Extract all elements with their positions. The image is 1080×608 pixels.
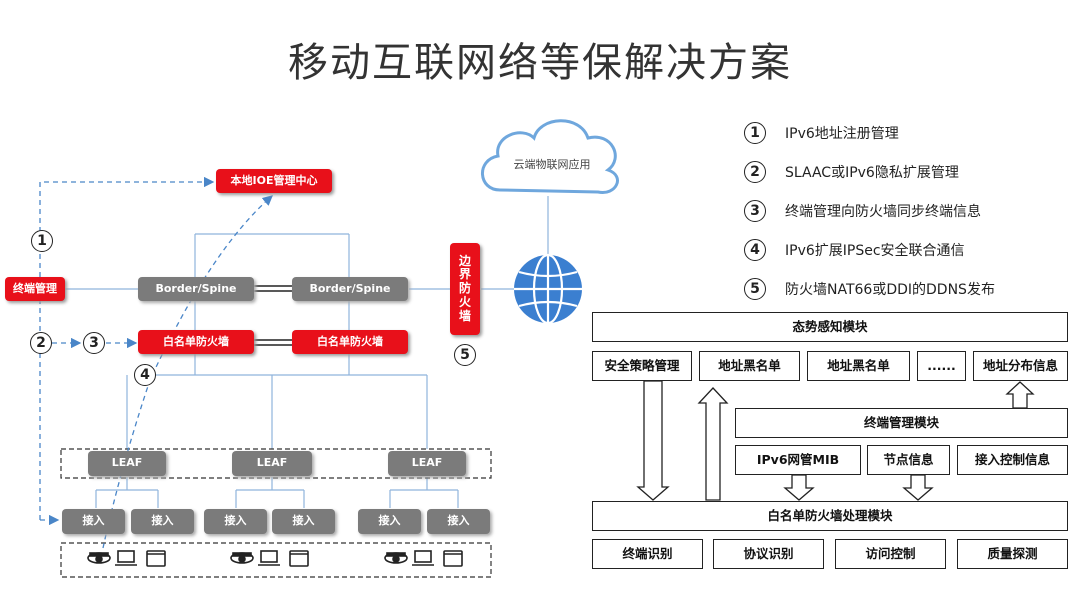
terminal-management-module: 终端管理模块 [735,408,1068,438]
legend-marker-4: 4 [744,239,766,261]
access-switch: 接入 [427,509,490,534]
security-policy-box: 安全策略管理 [592,351,692,381]
legend-marker-2: 2 [744,161,766,183]
edge-firewall: 边界防火墙 [450,243,480,335]
legend-text-4: IPv6扩展IPSec安全联合通信 [785,243,965,259]
cloud-icon [481,119,619,194]
step-marker-1: 1 [31,230,53,252]
access-switch: 接入 [272,509,335,534]
ioe-management-center: 本地IOE管理中心 [216,169,332,193]
legend-text-1: IPv6地址注册管理 [785,126,899,142]
whitelist-firewall-module: 白名单防火墙处理模块 [592,501,1068,531]
access-switch: 接入 [204,509,267,534]
legend-text-3: 终端管理向防火墙同步终端信息 [785,204,981,220]
cloud-app-label: 云端物联网应用 [513,158,591,171]
border-spine-1: Border/Spine [138,277,254,301]
legend-text-2: SLAAC或IPv6隐私扩展管理 [785,165,959,181]
access-control-box: 访问控制 [835,539,946,569]
address-distribution-box: 地址分布信息 [973,351,1068,381]
step-marker-2: 2 [30,332,52,354]
whitelist-firewall-1: 白名单防火墙 [138,330,254,354]
access-control-info-box: 接入控制信息 [957,445,1068,475]
protocol-identification-box: 协议识别 [713,539,824,569]
device-icons [87,550,463,567]
legend-marker-3: 3 [744,200,766,222]
step-marker-5: 5 [454,344,476,366]
terminal-identification-box: 终端识别 [592,539,703,569]
leaf-switch-1: LEAF [88,451,166,476]
legend-text-5: 防火墙NAT66或DDI的DDNS发布 [785,282,995,298]
globe-icon [514,253,582,325]
whitelist-firewall-2: 白名单防火墙 [292,330,408,354]
access-switch: 接入 [131,509,194,534]
leaf-switch-3: LEAF [388,451,466,476]
quality-detection-box: 质量探测 [957,539,1068,569]
leaf-switch-2: LEAF [232,451,312,476]
step-marker-4: 4 [134,364,156,386]
address-blacklist-box: 地址黑名单 [699,351,800,381]
address-blacklist-box: 地址黑名单 [807,351,910,381]
node-info-box: 节点信息 [867,445,950,475]
step-marker-3: 3 [83,332,105,354]
ipv6-mib-box: IPv6网管MIB [735,445,861,475]
ellipsis-box: ...... [917,351,966,381]
access-switch: 接入 [62,509,125,534]
legend-marker-1: 1 [744,122,766,144]
terminal-management: 终端管理 [5,277,65,301]
access-switch: 接入 [358,509,421,534]
situation-awareness-module: 态势感知模块 [592,312,1068,342]
legend-marker-5: 5 [744,278,766,300]
page-title: 移动互联网络等保解决方案 [288,40,792,86]
border-spine-2: Border/Spine [292,277,408,301]
